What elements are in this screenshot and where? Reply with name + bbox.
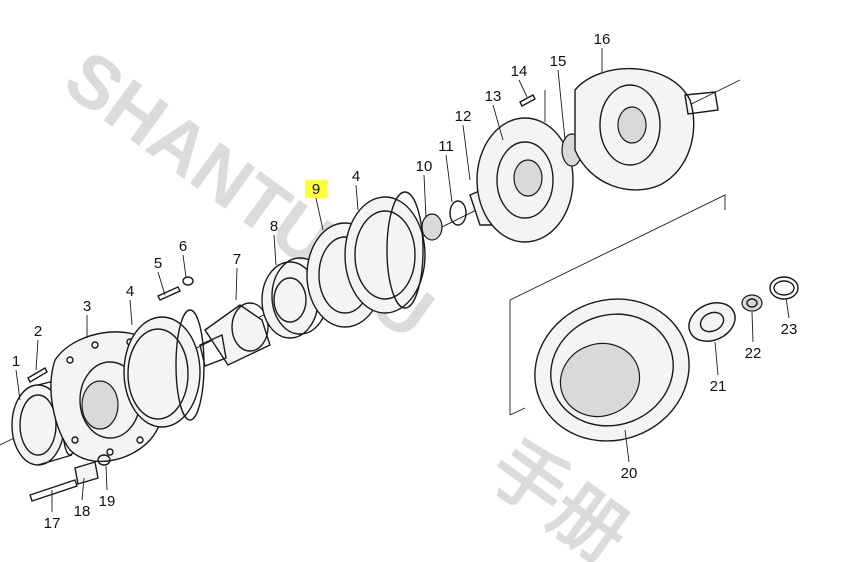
callout-1: 1 — [12, 353, 20, 370]
callout-11: 11 — [438, 138, 454, 155]
part-11-snap-ring — [449, 200, 467, 226]
part-13-gear — [476, 117, 574, 243]
part-10-bearing — [421, 213, 443, 241]
callout-21: 21 — [710, 378, 727, 395]
callout-12: 12 — [455, 108, 472, 125]
callout-16: 16 — [594, 31, 611, 48]
part-14-pin — [519, 94, 536, 107]
sub-assembly-bracket-tick — [509, 407, 526, 416]
part-19-washer — [97, 454, 111, 466]
callout-18: 18 — [74, 503, 91, 520]
callout-14: 14 — [511, 63, 528, 80]
watermark-suffix: 手册 — [475, 424, 644, 562]
callout-19: 19 — [99, 493, 116, 510]
leader-lines — [15, 48, 790, 512]
part-2-pin — [27, 367, 48, 383]
leader-14 — [518, 79, 528, 98]
callout-2: 2 — [34, 323, 42, 340]
callout-23: 23 — [781, 321, 798, 338]
part-21-bearing — [688, 302, 736, 342]
callout-9: 9 — [312, 181, 320, 198]
part-6-nut — [182, 276, 194, 286]
callout-labels: 1 2 3 4 4 5 6 7 8 9 10 11 12 13 14 15 16… — [12, 31, 798, 532]
callout-17: 17 — [44, 515, 61, 532]
sub-assembly-bracket — [509, 194, 726, 415]
watermark-suffix-text: 手册 — [475, 424, 644, 562]
callout-7: 7 — [233, 251, 241, 268]
callout-4-left: 4 — [126, 283, 134, 300]
callout-9-highlight — [305, 180, 327, 198]
callout-20: 20 — [621, 465, 638, 482]
part-4-ring-gear-right — [344, 191, 426, 314]
callout-8: 8 — [270, 218, 278, 235]
callout-10: 10 — [416, 158, 433, 175]
part-22-seal — [741, 294, 763, 312]
part-4-ring-gear-left — [123, 309, 205, 428]
part-23-ring — [769, 276, 799, 300]
part-7-shaft — [199, 302, 271, 367]
part-20-large-gear — [534, 298, 690, 442]
callout-4-right: 4 — [352, 168, 360, 185]
part-17-bolt — [29, 479, 78, 502]
callout-15: 15 — [550, 53, 567, 70]
callout-3: 3 — [83, 298, 91, 315]
part-18-lock-plate — [74, 461, 99, 485]
callout-13: 13 — [485, 88, 502, 105]
callout-22: 22 — [745, 345, 762, 362]
callout-6: 6 — [179, 238, 187, 255]
callout-5: 5 — [154, 255, 162, 272]
part-16-cover — [574, 67, 719, 191]
part-5-bolt — [157, 286, 181, 301]
